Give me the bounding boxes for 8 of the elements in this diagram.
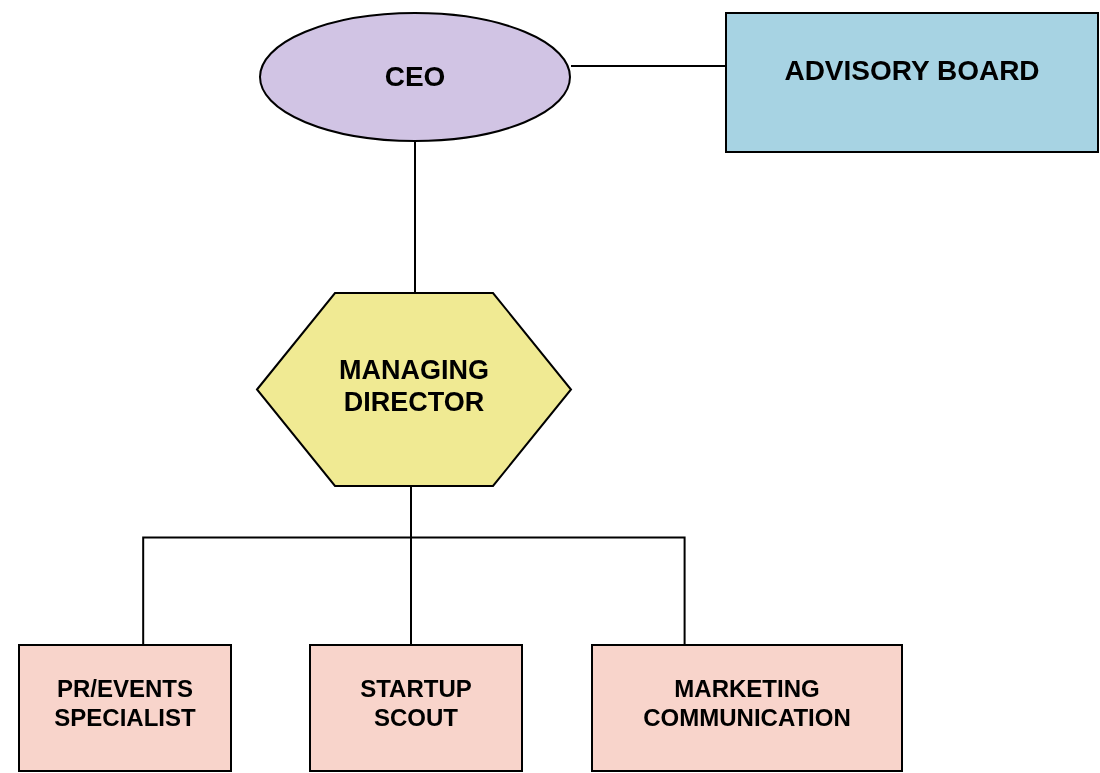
role-title: PR/EVENTS SPECIALIST (53, 675, 197, 733)
connector-line (570, 65, 726, 67)
role-title: STARTUP SCOUT (359, 675, 473, 733)
role-title: MARKETING COMMUNICATION (642, 675, 852, 733)
role-title: ADVISORY BOARD (783, 54, 1041, 88)
role-title: CEO (383, 60, 447, 94)
connector-line (414, 141, 416, 293)
role-title: MANAGING DIRECTOR (338, 354, 490, 419)
